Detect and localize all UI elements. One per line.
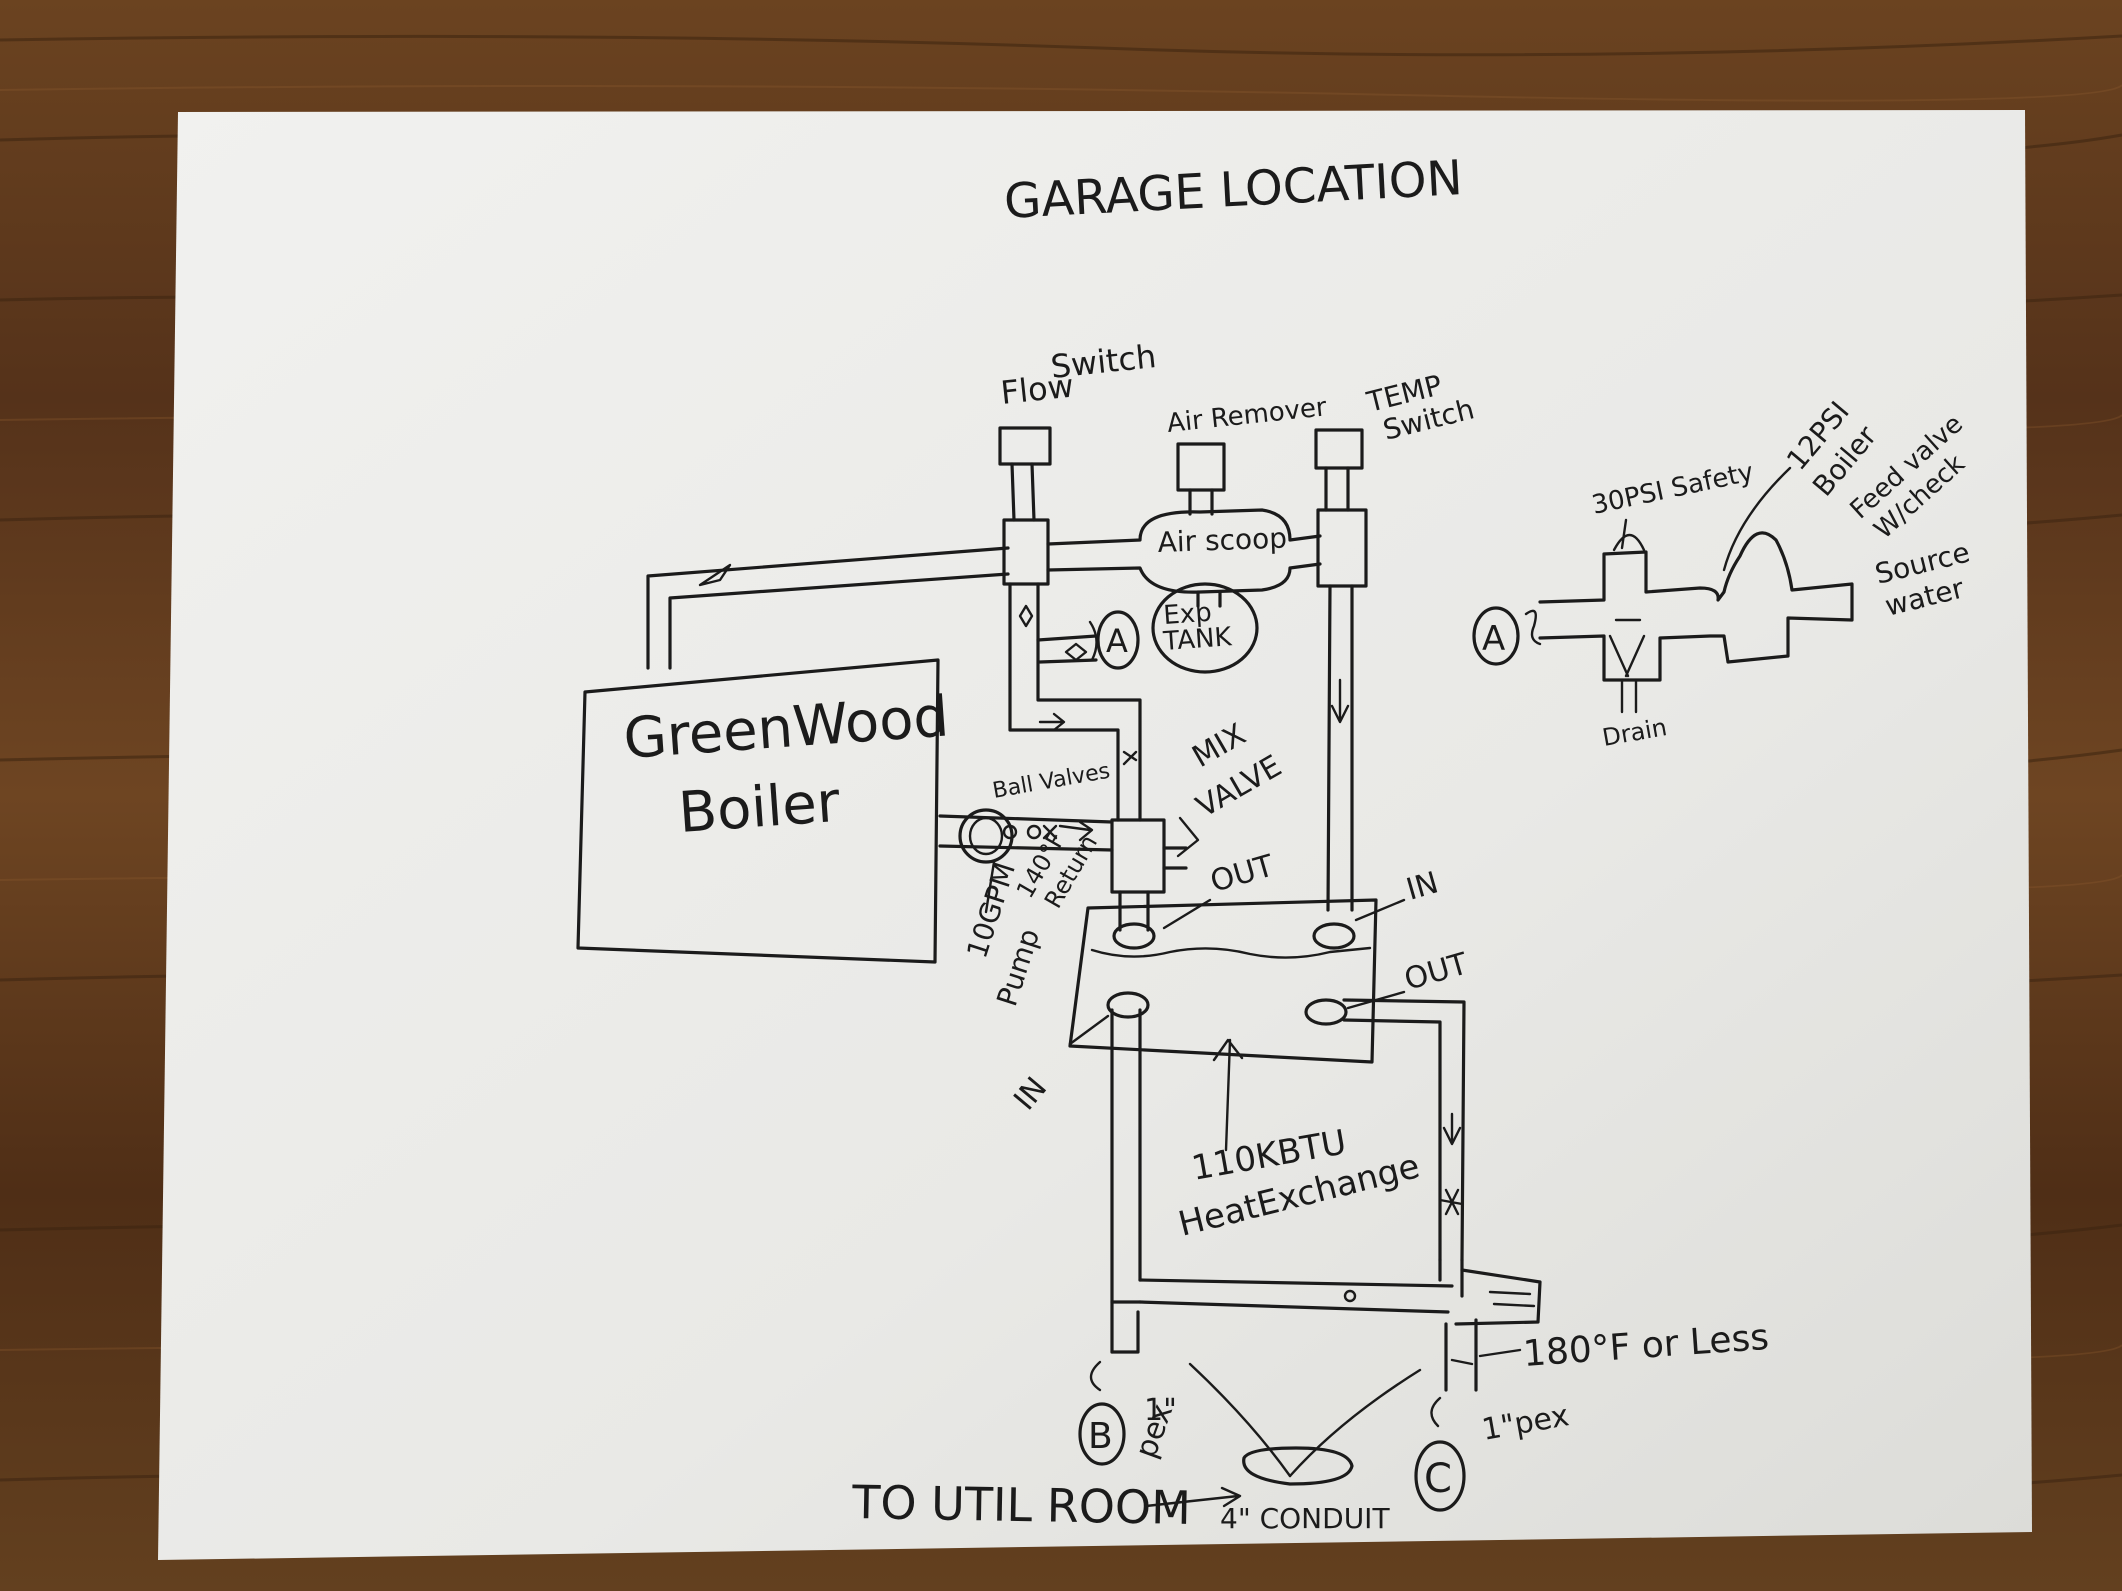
hx-return-stub <box>1118 890 1150 932</box>
marker-b: B <box>1078 1360 1126 1466</box>
exp-tank-label-line1: Exp <box>1162 598 1212 631</box>
expansion-tank: Exp TANK <box>1151 582 1259 674</box>
flow-switch-label-line1: Flow <box>999 367 1076 412</box>
marker-c: C <box>1414 1396 1466 1512</box>
air-scoop: Air scoop <box>1046 508 1322 594</box>
marker-a: A <box>1088 610 1140 670</box>
supply-pipe <box>646 546 1010 670</box>
conduit: 4" CONDUIT TO UTIL ROOM <box>851 1362 1422 1535</box>
bypass-branch <box>1008 582 1142 822</box>
marker-a-label: A <box>1106 622 1128 660</box>
paper-sheet <box>158 110 2032 1560</box>
lower-loop <box>1110 998 1542 1392</box>
greenwood-boiler: GreenWood Boiler <box>576 658 951 964</box>
boiler-label-line2: Boiler <box>676 770 842 846</box>
exp-tank-label-line2: TANK <box>1161 622 1233 657</box>
marker-b-label: B <box>1088 1416 1113 1457</box>
to-util-room-label: TO UTIL ROOM <box>851 1475 1191 1535</box>
marker-c-label: C <box>1424 1456 1452 1502</box>
inset-marker-label: A <box>1482 619 1505 659</box>
conduit-label: 4" CONDUIT <box>1220 1502 1390 1535</box>
hot-supply-downpipe <box>1326 584 1354 912</box>
air-scoop-label: Air scoop <box>1157 522 1287 559</box>
pex-b-label-line1: 1" <box>1144 1393 1177 1428</box>
